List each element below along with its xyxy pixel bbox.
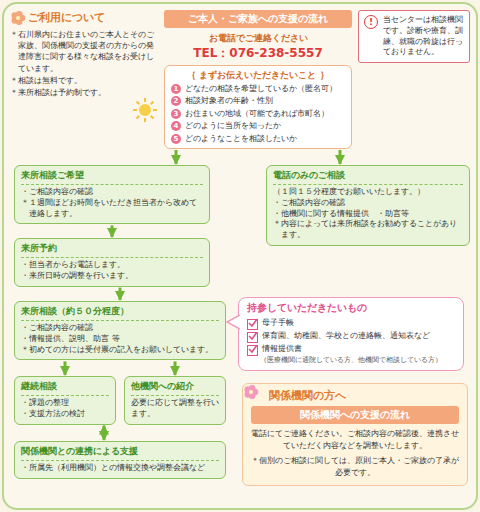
- callout-number: 3: [171, 109, 181, 119]
- checklist-item: どなたの相談を希望しているか（匿名可）: [185, 84, 337, 94]
- callout-tail: [226, 314, 240, 330]
- node-text: TEL：076-238-5557: [164, 45, 352, 62]
- checklist-row: 5 どのようなことを相談したいか: [171, 134, 345, 144]
- check-item: 母子手帳: [262, 318, 294, 329]
- callout-number: 1: [171, 84, 181, 94]
- node-text: ・支援方法の検討: [21, 409, 109, 420]
- partner-panel: 関係機関の方へ関係機関への支援の流れ電話にてご連絡ください。ご相談内容の確認後、…: [242, 383, 468, 486]
- info-panel: ご利用について ＊石川県内にお住まいのご本人とそのご家族、関係機関の支援者の方から…: [10, 10, 160, 99]
- node-text: ・ご相談内容の確認: [21, 323, 219, 334]
- check-row: 情報提供書: [247, 344, 455, 356]
- node-text: ＊１週間ほどお時間をいただき担当者から改めて連絡します。: [21, 198, 203, 220]
- node-text: 関係機関との連携による支援: [21, 445, 219, 461]
- process-box: 他機関への紹介必要に応じて調整を行います。: [124, 376, 226, 425]
- node-text: 必要に応じて調整を行います。: [131, 398, 219, 420]
- checklist-item: お住まいの地域（可能であれば市町名）: [185, 109, 329, 119]
- notice-text: 当センターは相談機関です。診断や療育、訓練、就職の斡旋は行っておりません。: [383, 15, 464, 58]
- callout-heading: 持参していただきたいもの: [247, 302, 455, 315]
- callout-number: 4: [171, 121, 181, 131]
- node-text: ・担当者からお電話します。: [21, 260, 203, 271]
- node-text: ・ご相談内容の確認: [273, 198, 463, 209]
- node-text: ＊個別のご相談に関しては、原則ご本人・ご家族の了承が必要です。: [251, 455, 459, 479]
- node-text: 来所予約: [21, 242, 203, 258]
- process-box: 来所予約・担当者からお電話します。・来所日時の調整を行います。: [14, 238, 210, 287]
- checkbox-symbol: [247, 319, 258, 330]
- process-box: 電話のみのご相談 （１回１５分程度でお願いいたします。）・ご相談内容の確認・他機関…: [266, 165, 470, 246]
- process-box: 継続相談・課題の整理・支援方法の検討: [14, 376, 116, 425]
- node-text: ・課題の整理: [21, 398, 109, 409]
- checklist-row: 3 お住まいの地域（可能であれば市町名）: [171, 109, 345, 119]
- node-text: ＊内容によっては来所相談をお勧めすることがあります。: [273, 219, 463, 241]
- node-text: ＊来所相談は予約制です。: [10, 87, 160, 98]
- flow-arrow: [339, 150, 342, 164]
- notice-box: ! 当センターは相談機関です。診断や療育、訓練、就職の斡旋は行っておりません。: [358, 10, 470, 63]
- sun-icon: [132, 97, 158, 123]
- node-text: ・所属先（利用機関）との情報交換や調整会議など: [21, 463, 219, 474]
- node-text: （１回１５分程度でお願いいたします。）: [273, 187, 463, 198]
- node-text: 関係機関の方へ: [251, 388, 459, 403]
- process-box: 来所相談（約５０分程度） ・ご相談内容の確認・情報提供、説明、助言 等＊初めての方…: [14, 301, 226, 360]
- checklist-heading: ｛ まずお伝えいただきたいこと ｝: [171, 69, 345, 82]
- node-text: 関係機関への支援の流れ: [251, 406, 459, 424]
- process-box: 来所相談ご希望・ご相談内容の確認＊１週間ほどお時間をいただき担当者から改めて連絡…: [14, 165, 210, 224]
- node-text: 来所相談（約５０分程度）: [21, 305, 219, 321]
- check-item: 保育園、幼稚園、学校との連絡帳、通知表など: [262, 331, 430, 342]
- node-text: ご本人・ご家族への支援の流れ: [164, 10, 352, 28]
- checklist-item: どのようなことを相談したいか: [185, 134, 297, 144]
- flow-arrow: [174, 361, 177, 375]
- checklist-row: 4 どのように当所を知ったか: [171, 121, 345, 131]
- node-text: 継続相談: [21, 380, 109, 396]
- node-text: ・情報提供、説明、助言 等: [21, 334, 219, 345]
- flow-arrow: [119, 288, 122, 300]
- node-text: ＊初めての方には受付票の記入をお願いしています。: [21, 345, 219, 356]
- flow-arrow: [175, 150, 178, 164]
- checkbox-symbol: [247, 332, 258, 343]
- node-text: ・来所日時の調整を行います。: [21, 271, 203, 282]
- node-text: 他機関への紹介: [131, 380, 219, 396]
- node-text: ・他機関に関する情報提供 ・助言等: [273, 209, 463, 220]
- node-text: 電話のみのご相談: [273, 169, 463, 185]
- check-note: （医療機関に通院している方、他機関で相談している方）: [247, 356, 455, 365]
- flower-icon: [243, 384, 259, 400]
- alert-mark: !: [364, 15, 378, 29]
- callout-box: 持参していただきたいもの母子手帳保育園、幼稚園、学校との連絡帳、通知表など情報提…: [238, 297, 464, 371]
- flow-panel: ご本人・ご家族への支援の流れお電話でご連絡くださいTEL：076-238-555…: [164, 10, 352, 149]
- checklist-row: 2 相談対象者の年齢・性別: [171, 96, 345, 106]
- flow-arrow: [103, 426, 106, 440]
- checklist-item: どのように当所を知ったか: [185, 121, 281, 131]
- callout-number: 2: [171, 96, 181, 106]
- checkbox-symbol: [247, 345, 258, 356]
- check-item: 情報提供書: [262, 344, 302, 355]
- checklist-row: 1 どなたの相談を希望しているか（匿名可）: [171, 84, 345, 94]
- flow-arrow: [64, 361, 67, 375]
- check-row: 母子手帳: [247, 318, 455, 330]
- callout-number: 5: [171, 134, 181, 144]
- checklist-item: 相談対象者の年齢・性別: [185, 96, 273, 106]
- flower-icon: [10, 10, 26, 26]
- node-text: 来所相談ご希望: [21, 169, 203, 185]
- frame-border: [3, 3, 477, 509]
- node-text: ＊相談は無料です。: [10, 75, 160, 86]
- node-text: ご利用について: [10, 10, 160, 25]
- process-box: 関係機関との連携による支援・所属先（利用機関）との情報交換や調整会議など: [14, 441, 226, 479]
- node-text: 電話にてご連絡ください。ご相談内容の確認後、連携させていただく内容などを調整いた…: [251, 428, 459, 453]
- node-text: ＊石川県内にお住まいのご本人とそのご家族、関係機関の支援者の方からの発達障害に関…: [10, 29, 160, 74]
- flow-arrow: [111, 225, 114, 237]
- node-text: ・ご相談内容の確認: [21, 187, 203, 198]
- checklist-box: ｛ まずお伝えいただきたいこと ｝ 1 どなたの相談を希望しているか（匿名可） 2 相談…: [164, 65, 352, 149]
- check-row: 保育園、幼稚園、学校との連絡帳、通知表など: [247, 331, 455, 343]
- node-text: お電話でご連絡ください: [164, 32, 352, 45]
